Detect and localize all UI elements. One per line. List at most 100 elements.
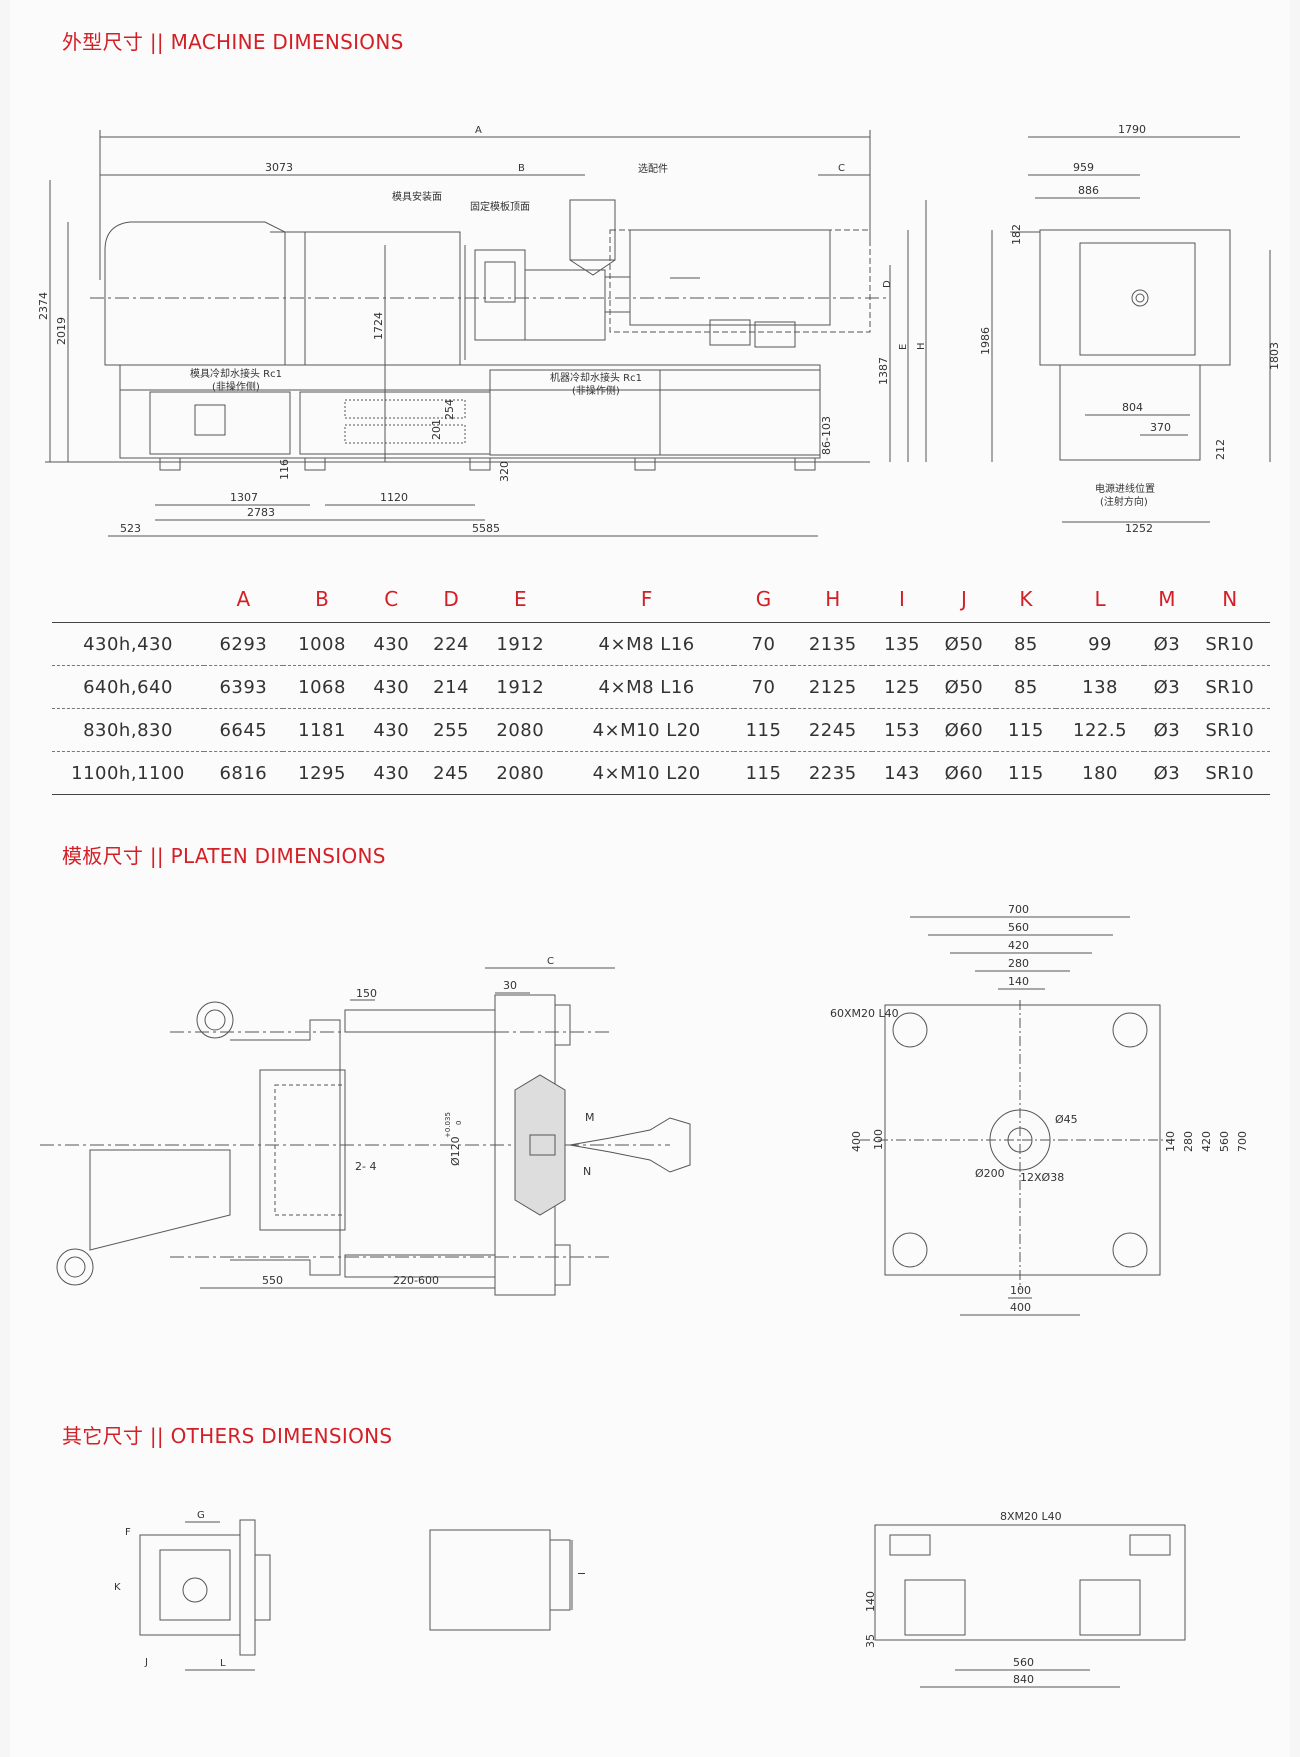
dim-5585-label: 5585: [472, 522, 500, 535]
header-cell: F: [559, 576, 734, 623]
dim-2783-label: 2783: [247, 506, 275, 519]
table-cell: Ø3: [1144, 751, 1190, 795]
others-drawings: G F K J L I 8XM20 L40 140 35 560 840: [114, 1510, 1186, 1688]
table-cell: 1068: [282, 665, 362, 709]
dim-254-label: 254: [443, 399, 456, 420]
dim-2-4-label: 2- 4: [355, 1160, 376, 1173]
table-cell: 245: [421, 751, 481, 795]
table-cell: 255: [421, 708, 481, 752]
table-cell: 115: [733, 708, 794, 752]
header-cell: B: [282, 576, 362, 623]
dim-30-label: 30: [503, 979, 517, 992]
table-cell: 138: [1055, 665, 1145, 709]
dim-1986-label: 1986: [979, 327, 992, 355]
dim-220-600-label: 220-600: [393, 1274, 439, 1287]
dim-560-label: 560: [1008, 921, 1029, 934]
table-cell: 4×M10 L20: [559, 751, 734, 795]
dim-700-label: 700: [1008, 903, 1029, 916]
dim-K-label: K: [114, 1582, 121, 1593]
dim-1387-label: 1387: [877, 357, 890, 385]
dim-D-label: D: [882, 280, 893, 288]
dim-L-label: L: [220, 1658, 226, 1669]
header-cell: M: [1144, 576, 1190, 623]
table-cell: 2245: [793, 708, 873, 752]
dim-86-103-label: 86-103: [820, 416, 833, 455]
table-cell: 214: [421, 665, 481, 709]
mold-face-label: 模具安装面: [392, 190, 442, 203]
dim-I-label: I: [577, 1572, 588, 1575]
machine-cooling-note: (非操作侧): [572, 384, 620, 397]
dim-2374-label: 2374: [37, 292, 50, 320]
dim-1307-label: 1307: [230, 491, 258, 504]
table-cell: 1008: [282, 622, 362, 666]
table-cell: Ø3: [1144, 665, 1190, 709]
dim-1724-label: 1724: [372, 312, 385, 340]
dim-35-label: 35: [864, 1634, 877, 1648]
dim-140-label: 140: [1008, 975, 1029, 988]
mold-cooling-note: (非操作侧): [212, 380, 260, 393]
dim-840-label: 840: [1013, 1673, 1034, 1686]
table-row: 430h,430 6293 1008 430 224 1912 4×M8 L16…: [52, 622, 1270, 666]
table-cell: 2235: [793, 751, 873, 795]
machine-dimensions-drawing: A 3073 B C 选配件 模具安装面 固定模板顶面 2374 2019 17…: [37, 123, 1281, 537]
table-cell: 640h,640: [52, 665, 204, 709]
table-cell: 115: [733, 751, 794, 795]
power-inlet-label: 电源进线位置: [1095, 482, 1155, 495]
section-title-platen: 模板尺寸 || PLATEN DIMENSIONS: [62, 844, 386, 868]
dim-b100-label: 100: [1010, 1284, 1031, 1297]
dim-212-label: 212: [1214, 439, 1227, 460]
table-cell: SR10: [1189, 751, 1270, 795]
dim-1252-label: 1252: [1125, 522, 1153, 535]
dim-A-label: A: [475, 125, 482, 136]
dim-v400-label: 400: [850, 1131, 863, 1152]
table-cell: 99: [1055, 622, 1145, 666]
page: 外型尺寸 || MACHINE DIMENSIONS A 3073 B C 选配…: [10, 0, 1290, 1757]
table-cell: 1912: [480, 622, 560, 666]
table-cell: 6816: [204, 751, 283, 795]
table-cell: Ø50: [931, 665, 996, 709]
header-cell: D: [421, 576, 481, 623]
table-cell: 430h,430: [52, 622, 204, 666]
header-cell: G: [733, 576, 794, 623]
table-cell: 70: [733, 622, 794, 666]
table-cell: 2080: [480, 751, 560, 795]
dim-45-label: Ø45: [1055, 1113, 1078, 1126]
dim-120-label: Ø120: [449, 1136, 462, 1166]
table-cell: 2135: [793, 622, 873, 666]
table-cell: 1295: [282, 751, 362, 795]
dim-B-label: B: [518, 163, 525, 174]
dim-C-label: C: [838, 163, 845, 174]
platen-side-drawing: 150 C 30 Ø120 +0.035 0 M N 2- 4 550 220-…: [40, 956, 691, 1296]
dim-886-label: 886: [1078, 184, 1099, 197]
dim-H-label: H: [916, 342, 927, 350]
dim-r420-label: 420: [1200, 1131, 1213, 1152]
dim-550-label: 550: [262, 1274, 283, 1287]
header-cell: A: [204, 576, 283, 623]
table-cell: 4×M10 L20: [559, 708, 734, 752]
header-cell: L: [1055, 576, 1145, 623]
dim-560-others-label: 560: [1013, 1656, 1034, 1669]
dim-182-label: 182: [1010, 224, 1023, 245]
header-cell: K: [996, 576, 1056, 623]
dim-1790-label: 1790: [1118, 123, 1146, 136]
table-cell: 180: [1055, 751, 1145, 795]
dim-200-label: Ø200: [975, 1167, 1005, 1180]
tol-bot-label: 0: [455, 1121, 463, 1125]
section-title-machine: 外型尺寸 || MACHINE DIMENSIONS: [62, 30, 404, 54]
dim-201-label: 201: [430, 419, 443, 440]
fixed-platen-label: 固定模板顶面: [470, 200, 530, 213]
table-cell: SR10: [1189, 665, 1270, 709]
table-row: 1100h,1100 6816 1295 430 245 2080 4×M10 …: [52, 751, 1270, 795]
table-cell: 122.5: [1055, 708, 1145, 752]
machine-cooling-label: 机器冷却水接头 Rc1: [550, 371, 642, 384]
dim-r280-label: 280: [1182, 1131, 1195, 1152]
dim-N-label: N: [583, 1165, 591, 1178]
header-cell: [52, 576, 204, 623]
table-cell: 115: [996, 751, 1056, 795]
dim-r560-label: 560: [1218, 1131, 1231, 1152]
dim-3073-label: 3073: [265, 161, 293, 174]
optional-part-label: 选配件: [638, 162, 668, 175]
table-cell: 85: [996, 665, 1056, 709]
dim-959-label: 959: [1073, 161, 1094, 174]
table-cell: 830h,830: [52, 708, 204, 752]
